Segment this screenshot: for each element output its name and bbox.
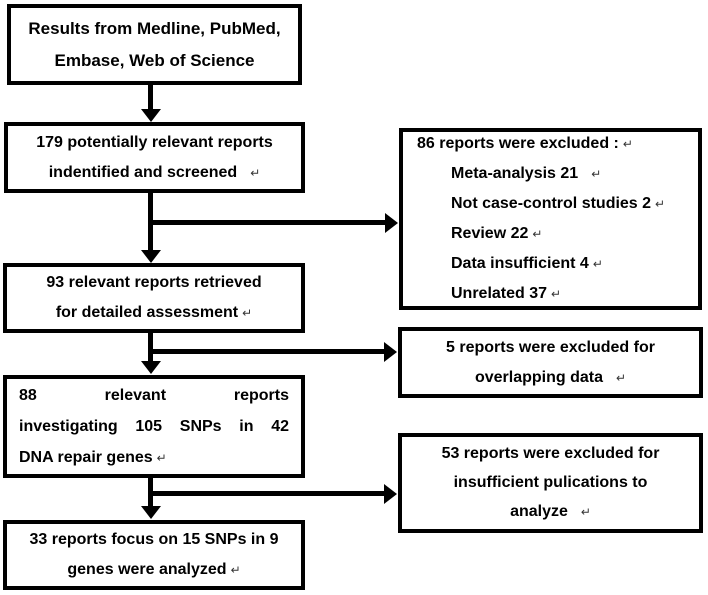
box-analyzed: 33 reports focus on 15 SNPs in 9 genes w… [3,520,305,590]
box-excluded-5-line2: overlapping data↵ [474,368,627,386]
arrowhead-right-icon [384,342,397,362]
box-investigating-line3: DNA repair genes↵ [19,448,167,466]
branch-arrow-to-excluded-5 [148,349,385,354]
return-mark-icon: ↵ [591,167,602,181]
branch-arrow-to-excluded-53 [148,491,385,496]
excluded-86-item: Data insufficient 4↵ [451,255,603,272]
return-mark-icon: ↵ [242,306,253,320]
box-excluded-86: 86 reports were excluded :↵ Meta-analysi… [399,128,702,310]
box-sources-line1: Results from Medline, PubMed, [28,18,281,38]
arrowhead-down-icon [141,361,161,374]
arrow-down-sources-to-screened [148,85,153,111]
box-sources: Results from Medline, PubMed, Embase, We… [7,4,302,85]
box-screened-line1: 179 potentially relevant reports [36,133,273,151]
return-mark-icon: ↵ [250,165,261,180]
box-investigating: 88 relevant reports investigating 105 SN… [3,375,305,478]
return-mark-icon: ↵ [655,197,666,211]
arrow-down-retrieved-to-investigating [148,333,153,363]
return-mark-icon: ↵ [532,227,543,241]
return-mark-icon: ↵ [156,450,167,465]
box-excluded-53-line3: analyze↵ [510,503,591,520]
arrowhead-down-icon [141,506,161,519]
return-mark-icon: ↵ [592,257,603,271]
excluded-86-item: Review 22↵ [451,225,543,242]
box-investigating-line2: investigating 105 SNPs in 42 [19,417,289,435]
arrowhead-right-icon [385,213,398,233]
box-sources-line2: Embase, Web of Science [54,50,255,70]
arrowhead-down-icon [141,250,161,263]
return-mark-icon: ↵ [622,137,633,151]
box-excluded-86-title: 86 reports were excluded :↵ [417,135,633,152]
box-investigating-line1: 88 relevant reports [19,386,289,404]
box-excluded-53: 53 reports were excluded for insufficien… [398,433,703,533]
excluded-86-item: Unrelated 37↵ [451,285,562,302]
return-mark-icon: ↵ [615,370,627,385]
return-mark-icon: ↵ [551,287,562,301]
box-retrieved: 93 relevant reports retrieved for detail… [3,263,305,333]
return-mark-icon: ↵ [230,563,241,577]
box-screened-line2: indentified and screened↵ [48,163,261,181]
excluded-86-item: Meta-analysis 21↵ [451,165,602,182]
excluded-86-item: Not case-control studies 2↵ [451,195,666,212]
arrowhead-right-icon [384,484,397,504]
box-excluded-5-line1: 5 reports were excluded for [446,338,655,356]
box-retrieved-line1: 93 relevant reports retrieved [46,274,262,291]
box-analyzed-line2: genes were analyzed↵ [67,561,241,578]
arrowhead-down-icon [141,109,161,122]
box-excluded-53-line2: insufficient pulications to [453,474,648,491]
box-excluded-53-line1: 53 reports were excluded for [441,445,660,462]
box-retrieved-line2: for detailed assessment↵ [55,304,253,321]
branch-arrow-to-excluded-86 [148,220,386,225]
return-mark-icon: ↵ [580,505,591,519]
box-analyzed-line1: 33 reports focus on 15 SNPs in 9 [29,531,279,548]
box-screened: 179 potentially relevant reports indenti… [4,122,305,193]
box-excluded-5: 5 reports were excluded for overlapping … [398,327,703,398]
